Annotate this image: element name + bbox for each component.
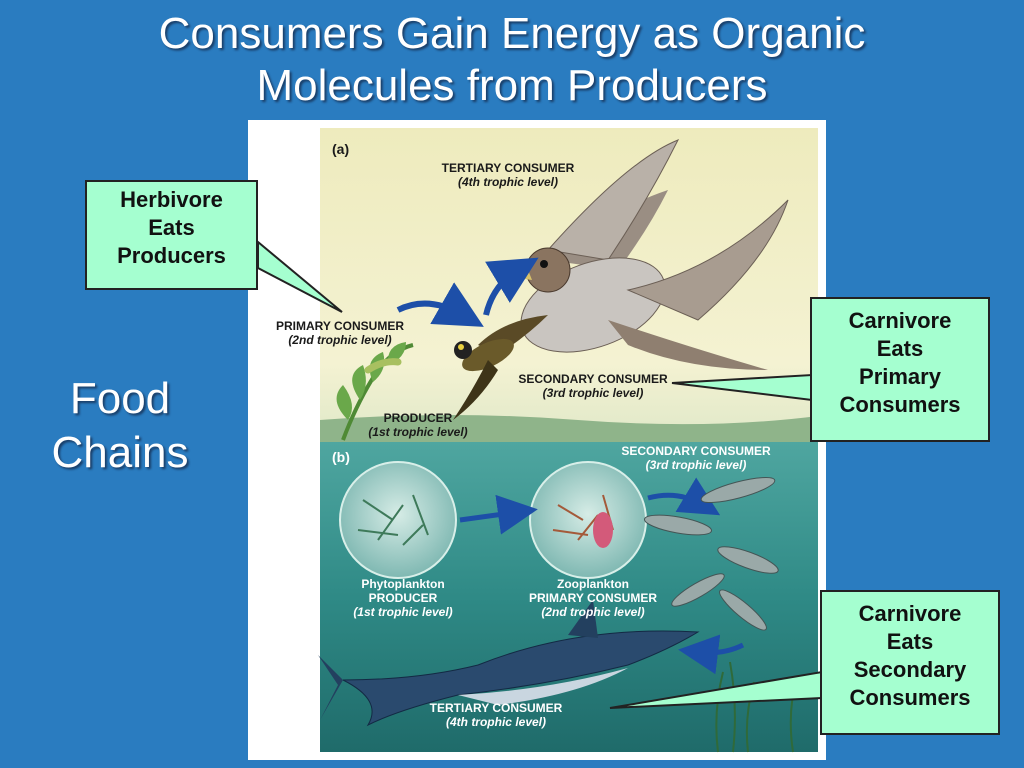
- songbird-illustration: [453, 315, 548, 420]
- carnivore-primary-line-1: Carnivore: [848, 308, 952, 333]
- panel-b-phyto-level: (1st trophic level): [353, 605, 452, 619]
- slide-title: Consumers Gain Energy as Organic Molecul…: [0, 8, 1024, 112]
- phytoplankton-detail: [357, 494, 429, 546]
- phytoplankton-bubble: [339, 461, 457, 579]
- herbivore-line-2: Eats: [148, 215, 195, 240]
- title-line-2: Molecules from Producers: [256, 61, 768, 110]
- panel-a-secondary-level: (3rd trophic level): [543, 386, 644, 400]
- herbivore-line-1: Herbivore: [120, 187, 223, 212]
- falcon-illustration: [518, 139, 789, 370]
- seagrass: [715, 661, 798, 753]
- panel-b-tertiary-level: (4th trophic level): [446, 715, 546, 729]
- carnivore-primary-leader: [671, 373, 813, 402]
- carnivore-primary-line-4: Consumers: [839, 392, 961, 417]
- panel-b-secondary-level: (3rd trophic level): [646, 458, 747, 472]
- panel-b-zoo-name: Zooplankton: [557, 577, 629, 591]
- carnivore-secondary-line-1: Carnivore: [858, 601, 962, 626]
- panel-a-tertiary-level: (4th trophic level): [458, 175, 558, 189]
- herbivore-callout: Herbivore Eats Producers: [85, 180, 258, 290]
- herbivore-line-3: Producers: [117, 243, 226, 268]
- herbivore-leader: [257, 239, 343, 313]
- panel-a-tag: (a): [332, 141, 349, 157]
- panel-b-tag: (b): [332, 449, 350, 465]
- panel-a-tertiary-label: TERTIARY CONSUMER: [442, 161, 575, 175]
- carnivore-secondary-line-4: Consumers: [849, 685, 971, 710]
- figure-illustration: (a) TERTIARY CONSUMER (4th trophic level…: [276, 128, 818, 753]
- arrow-producer-to-primary: [396, 282, 484, 327]
- carnivore-secondary-line-2: Eats: [886, 629, 934, 654]
- panel-a-producer-level: (1st trophic level): [368, 425, 467, 439]
- panel-a-secondary-label: SECONDARY CONSUMER: [518, 372, 668, 386]
- fish-school: [643, 476, 779, 631]
- carnivore-secondary-callout: Carnivore Eats Secondary Consumers: [820, 590, 1000, 735]
- distant-hills: [320, 415, 818, 442]
- panel-a-primary-level: (2nd trophic level): [288, 333, 391, 347]
- arrow-zoo-to-fish: [647, 477, 721, 516]
- panel-b-tertiary-label: TERTIARY CONSUMER: [430, 701, 563, 715]
- food-chain-figure: (a) TERTIARY CONSUMER (4th trophic level…: [248, 120, 826, 760]
- title-line-1: Consumers Gain Energy as Organic: [158, 9, 866, 58]
- panel-b-zoo-level: (2nd trophic level): [541, 605, 644, 619]
- plant-illustration: [336, 342, 414, 441]
- carnivore-primary-line-2: Eats: [876, 336, 924, 361]
- arrow-fish-to-shark: [678, 634, 745, 675]
- side-label-line-1: Food: [69, 374, 171, 423]
- panel-a-primary-label: PRIMARY CONSUMER: [276, 319, 404, 333]
- panel-a-producer-label: PRODUCER: [384, 411, 453, 425]
- side-label: Food Chains: [30, 372, 210, 480]
- side-label-line-2: Chains: [51, 428, 189, 477]
- panel-b-phyto-label: PRODUCER: [369, 591, 438, 605]
- arrow-secondary-to-tertiary: [483, 257, 539, 316]
- carnivore-primary-line-3: Primary: [859, 364, 941, 389]
- carnivore-secondary-line-3: Secondary: [853, 657, 967, 682]
- zooplankton-detail: [552, 494, 614, 548]
- panel-b-secondary-label: SECONDARY CONSUMER: [621, 444, 771, 458]
- panel-b-zoo-label: PRIMARY CONSUMER: [529, 591, 657, 605]
- panel-b-phyto-name: Phytoplankton: [361, 577, 444, 591]
- arrow-phyto-to-zoo: [459, 494, 538, 535]
- carnivore-primary-callout: Carnivore Eats Primary Consumers: [810, 297, 990, 442]
- carnivore-secondary-leader: [609, 670, 823, 709]
- shark-illustration: [318, 600, 700, 727]
